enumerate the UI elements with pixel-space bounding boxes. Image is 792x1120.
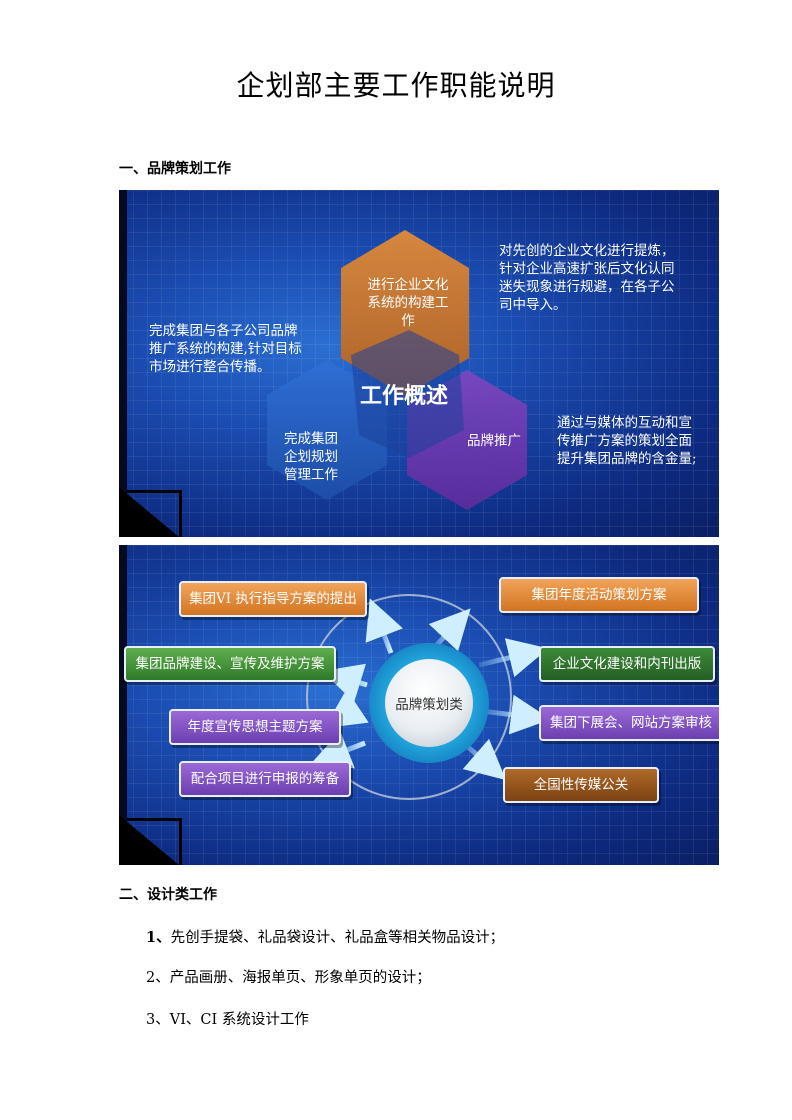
list-text: VI、CI 系统设计工作 bbox=[169, 1012, 309, 1028]
list-number: 3、 bbox=[146, 1012, 170, 1028]
item-annual-theme: 年度宣传思想主题方案 bbox=[169, 709, 341, 745]
corner-decoration bbox=[119, 487, 179, 537]
hexagon-diagram bbox=[267, 230, 527, 510]
corner-frame bbox=[127, 490, 182, 537]
item-brand-building: 集团品牌建设、宣传及维护方案 bbox=[124, 646, 336, 682]
arrow-right-2 bbox=[480, 694, 551, 735]
item-national-pr: 全国性传媒公关 bbox=[503, 767, 659, 803]
hexagon-left-label: 完成集团企划规划管理工作 bbox=[284, 431, 338, 483]
hexagon-center bbox=[351, 330, 464, 458]
list-text: 产品画册、海报单页、形象单页的设计； bbox=[169, 970, 431, 986]
item-vi-guidance: 集团VI 执行指导方案的提出 bbox=[179, 581, 367, 617]
list-number: 2、 bbox=[146, 970, 170, 986]
arrow-left-2 bbox=[321, 663, 368, 702]
item-exhibition-review: 集团下展会、网站方案审核 bbox=[539, 705, 719, 741]
overview-center-title: 工作概述 bbox=[359, 383, 448, 409]
hexagon-top-label: 进行企业文化系统的构建工作 bbox=[367, 277, 449, 329]
text-top-right: 对先创的企业文化进行提炼，针对企业高速扩张后文化认同迷失现象进行规避，在各子公司… bbox=[499, 243, 675, 313]
hexagon-right-label: 品牌推广 bbox=[467, 433, 521, 449]
text-bottom-right: 通过与媒体的互动和宣传推广方案的策划全面提升集团品牌的含金量; bbox=[557, 415, 697, 467]
item-annual-events: 集团年度活动策划方案 bbox=[499, 577, 699, 613]
page-title: 企划部主要工作职能说明 bbox=[236, 69, 556, 102]
arrow-right-1 bbox=[478, 638, 549, 678]
overview-slide: 进行企业文化系统的构建工作 完成集团企划规划管理工作 品牌推广 工作概述 对先创… bbox=[119, 190, 719, 537]
section-heading-brand-planning: 一、品牌策划工作 bbox=[119, 161, 231, 177]
text-left: 完成集团与各子公司品牌推广系统的构建,针对目标市场进行整合传播。 bbox=[149, 323, 302, 375]
corner-frame bbox=[127, 818, 182, 865]
arrow-up-left bbox=[365, 598, 403, 654]
slide-edge bbox=[119, 190, 127, 537]
slide-edge bbox=[119, 545, 127, 865]
design-list-item: 1、先创手提袋、礼品袋设计、礼品盒等相关物品设计； bbox=[146, 926, 504, 947]
planning-slide: 品牌策划类 集团VI 执行指导方案的提出 集团品牌建设、宣传及维护方案 年度宣传… bbox=[119, 545, 719, 865]
section-heading-design: 二、设计类工作 bbox=[119, 887, 217, 903]
corner-decoration bbox=[119, 815, 179, 865]
center-node: 品牌策划类 bbox=[385, 659, 473, 747]
design-list-item: 2、产品画册、海报单页、形象单页的设计； bbox=[146, 966, 431, 987]
design-list-item: 3、VI、CI 系统设计工作 bbox=[146, 1008, 309, 1029]
item-project-application: 配合项目进行申报的筹备 bbox=[179, 761, 351, 797]
item-culture-magazine: 企业文化建设和内刊出版 bbox=[539, 646, 715, 682]
arrow-left-1 bbox=[324, 689, 369, 729]
list-text: 先创手提袋、礼品袋设计、礼品盒等相关物品设计； bbox=[170, 930, 505, 946]
list-number: 1、 bbox=[146, 929, 171, 946]
center-ring: 品牌策划类 bbox=[369, 643, 489, 763]
arrow-down-left bbox=[310, 731, 366, 769]
